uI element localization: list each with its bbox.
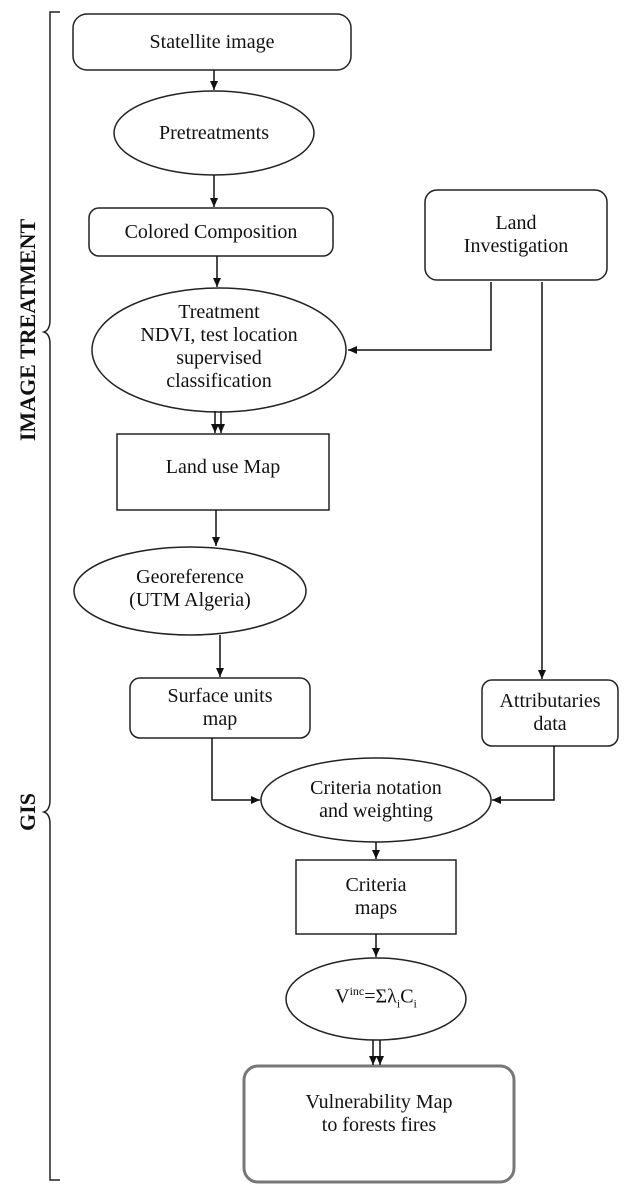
surface-units-text-1: Surface units xyxy=(167,685,273,707)
land-use-map-box xyxy=(116,433,330,511)
georeference-text-2: (UTM Algeria) xyxy=(129,589,251,611)
land-investigation-box xyxy=(424,189,608,281)
treatment-label: Treatment NDVI, test location supervised… xyxy=(92,292,346,402)
treatment-ellipse xyxy=(91,287,347,413)
criteria-maps-label: Criteria maps xyxy=(296,860,456,934)
vulnerability-text-1: Vulnerability Map xyxy=(305,1091,453,1113)
formula-label: Vinc=ΣλiCi xyxy=(286,970,466,1026)
treatment-text-1: Treatment xyxy=(178,301,260,323)
georeference-ellipse xyxy=(73,546,307,636)
formula-text: Vinc=ΣλiCi xyxy=(335,980,417,1016)
formula-sub1: i xyxy=(396,996,401,1011)
land-investigation-label: Land Investigation xyxy=(425,190,607,280)
georeference-label: Georeference (UTM Algeria) xyxy=(74,560,306,618)
arrow-surface-to-criteria xyxy=(211,738,260,804)
criteria-maps-text-2: maps xyxy=(354,897,398,919)
gis-label: GIS xyxy=(15,793,40,831)
colored-composition-label: Colored Composition xyxy=(89,208,333,256)
satellite-image-text: Statellite image xyxy=(149,30,275,53)
land-investigation-text-2: Investigation xyxy=(463,235,569,257)
satellite-image-label: Statellite image xyxy=(73,14,351,70)
formula-v: V xyxy=(335,985,350,1008)
attributaries-text-2: data xyxy=(533,713,567,735)
formula-c: C xyxy=(400,985,414,1008)
colored-composition-box xyxy=(88,207,334,257)
image-treatment-label: IMAGE TREATMENT xyxy=(15,218,40,442)
image-treatment-bracket xyxy=(41,11,60,520)
attributaries-text-1: Attributaries xyxy=(499,690,601,712)
land-use-map-text: Land use Map xyxy=(165,455,281,478)
surface-units-label: Surface units map xyxy=(130,678,310,738)
vulnerability-text-2: to forests fires xyxy=(321,1114,437,1136)
satellite-image-box xyxy=(72,13,352,71)
attributaries-box xyxy=(481,679,619,747)
criteria-maps-text-1: Criteria xyxy=(345,874,407,896)
land-investigation-text-1: Land xyxy=(495,212,537,234)
vulnerability-map-label: Vulnerability Map to forests fires xyxy=(244,1074,514,1154)
criteria-notation-text-2: and weighting xyxy=(319,800,433,822)
pretreatments-text: Pretreatments xyxy=(159,121,269,144)
formula-sub2: i xyxy=(413,996,417,1011)
attributaries-label: Attributaries data xyxy=(482,680,618,746)
vulnerability-map-box xyxy=(242,1064,516,1184)
colored-composition-text: Colored Composition xyxy=(124,220,298,243)
formula-eq: =Σλ xyxy=(364,985,397,1008)
treatment-text-4: classification xyxy=(166,370,272,392)
treatment-text-3: supervised xyxy=(176,347,262,369)
treatment-text-2: NDVI, test location xyxy=(140,324,298,346)
georeference-text-1: Georeference xyxy=(136,566,244,588)
criteria-notation-text-1: Criteria notation xyxy=(310,777,442,799)
surface-units-box xyxy=(129,677,311,739)
criteria-notation-label: Criteria notation and weighting xyxy=(261,768,491,832)
formula-ellipse xyxy=(285,957,467,1041)
gis-bracket xyxy=(41,520,60,1181)
arrow-land-to-treatment xyxy=(348,282,492,354)
formula-sup: inc xyxy=(349,984,365,999)
surface-units-text-2: map xyxy=(202,708,238,730)
criteria-maps-box xyxy=(295,859,457,935)
land-use-map-label: Land use Map xyxy=(117,434,329,500)
arrow-attributaries-to-criteria xyxy=(492,746,555,804)
pretreatments-label: Pretreatments xyxy=(114,91,314,175)
